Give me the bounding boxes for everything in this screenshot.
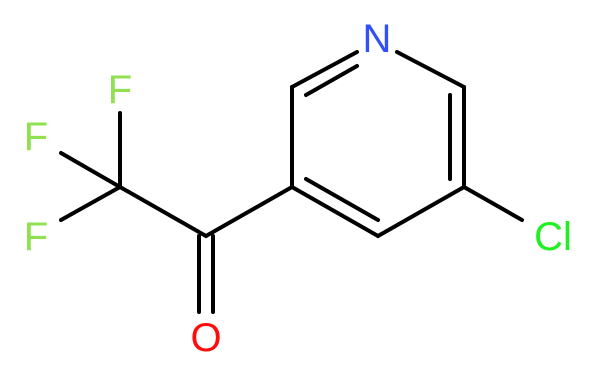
bond-c3-carbonyl — [204, 185, 294, 238]
atom-fluorine-top: F — [108, 68, 132, 112]
bond-c-f-middle — [59, 151, 122, 189]
bond-c3-c4-inner — [304, 177, 380, 222]
bond-c5-cl — [462, 185, 524, 222]
atom-chlorine: Cl — [534, 215, 572, 259]
atom-nitrogen: N — [363, 17, 392, 61]
bond-n-c2-inner — [304, 64, 359, 97]
bond-c-f-bottom — [59, 185, 122, 222]
atom-fluorine-middle: F — [24, 115, 48, 159]
atom-oxygen: O — [190, 316, 221, 360]
bond-carbonyl-cf3 — [118, 185, 208, 238]
bond-c3-c4 — [290, 185, 380, 238]
bond-c4-c5 — [376, 185, 466, 238]
atom-fluorine-bottom: F — [24, 215, 48, 259]
bond-n-c2 — [290, 50, 359, 89]
bond-n-c6 — [395, 50, 466, 89]
